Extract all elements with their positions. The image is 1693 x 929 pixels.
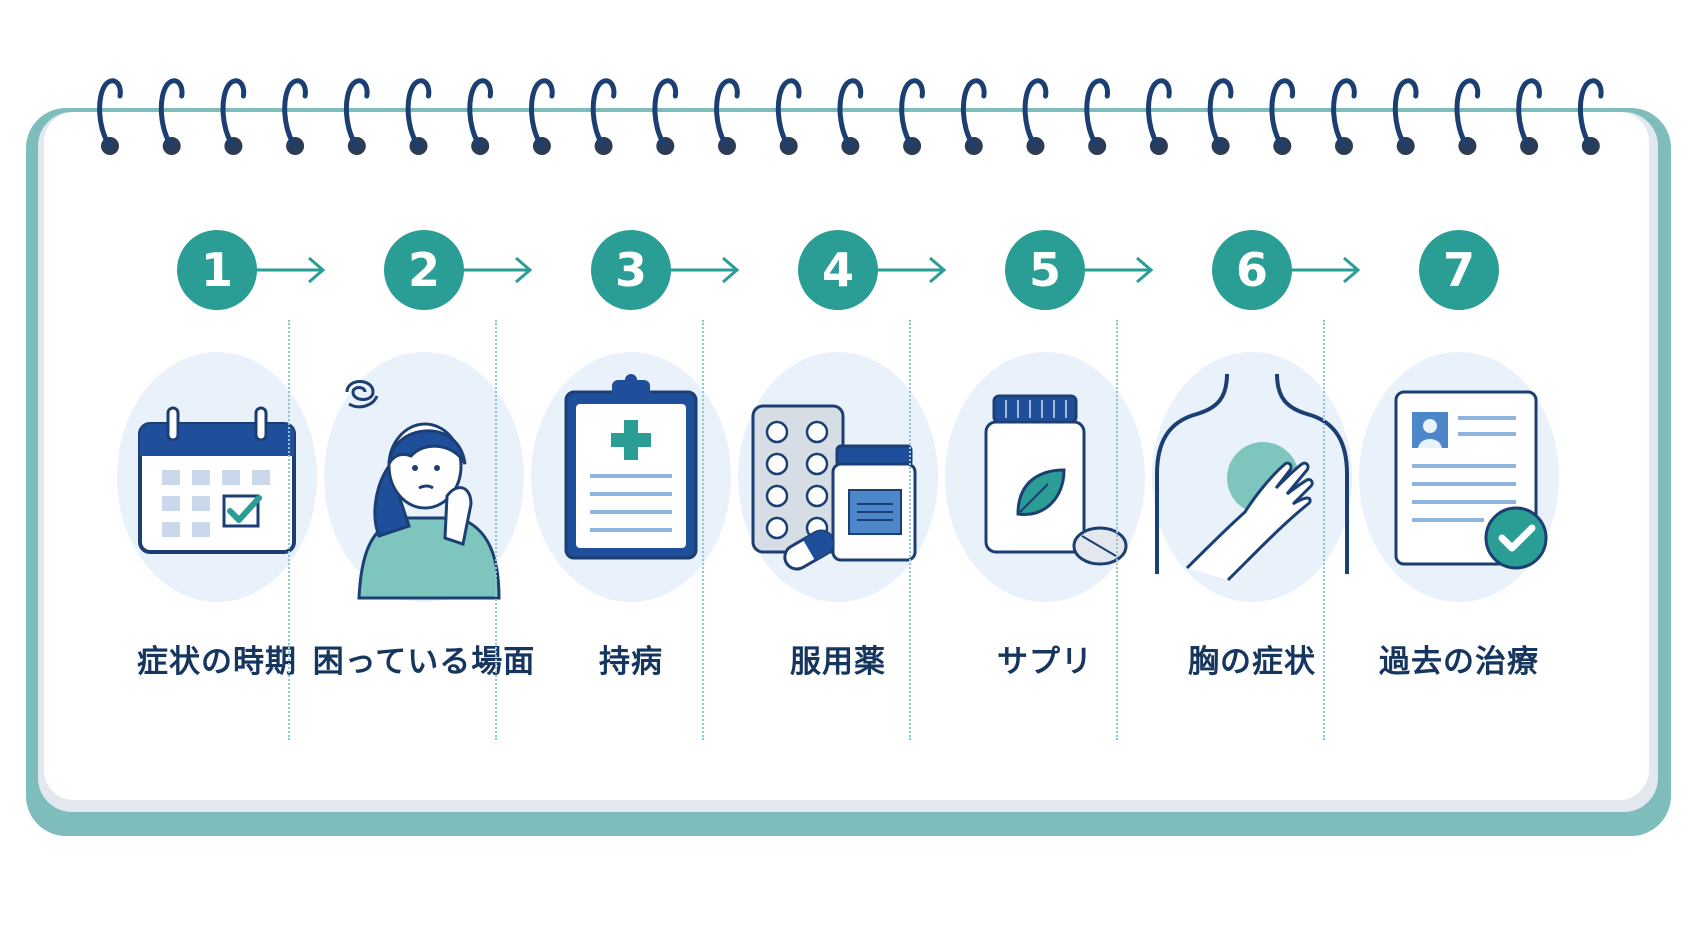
- step-number-badge: 3: [591, 230, 671, 310]
- step-number-badge: 7: [1419, 230, 1499, 310]
- column-divider: [288, 320, 290, 740]
- arrow-right-icon: [1286, 256, 1361, 284]
- column-divider: [909, 320, 911, 740]
- column-divider: [702, 320, 704, 740]
- step-6: 6 胸の症状: [1139, 230, 1365, 740]
- worried-person-icon: [319, 346, 529, 608]
- arrow-right-icon: [1079, 256, 1154, 284]
- step-5: 5 サプリ: [932, 230, 1158, 740]
- column-divider: [1323, 320, 1325, 740]
- supplement-bottle-icon: [940, 346, 1150, 608]
- step-4: 4 服用薬: [725, 230, 951, 740]
- step-number-badge: 2: [384, 230, 464, 310]
- step-label: 過去の治療: [1379, 644, 1539, 680]
- step-3: 3 持病: [518, 230, 744, 740]
- pills-and-bottle-icon: [733, 346, 943, 608]
- medical-clipboard-icon: [526, 346, 736, 608]
- arrow-right-icon: [872, 256, 947, 284]
- steps-flow: 1 症状の時期 2: [44, 230, 1649, 750]
- step-label: 胸の症状: [1188, 644, 1316, 680]
- medical-record-check-icon: [1354, 346, 1564, 608]
- step-number-badge: 1: [177, 230, 257, 310]
- step-label: 症状の時期: [137, 644, 297, 680]
- step-label: サプリ: [997, 644, 1093, 680]
- step-7: 7 過去の治療: [1346, 230, 1572, 740]
- step-label: 困っている場面: [312, 644, 536, 680]
- arrow-right-icon: [251, 256, 326, 284]
- step-number-badge: 6: [1212, 230, 1292, 310]
- arrow-right-icon: [458, 256, 533, 284]
- step-2: 2 困っている場面: [311, 230, 537, 740]
- step-number-badge: 5: [1005, 230, 1085, 310]
- step-1: 1 症状の時期: [104, 230, 330, 740]
- step-number-badge: 4: [798, 230, 878, 310]
- arrow-right-icon: [665, 256, 740, 284]
- step-label: 持病: [599, 644, 663, 680]
- column-divider: [1116, 320, 1118, 740]
- step-label: 服用薬: [790, 644, 886, 680]
- column-divider: [495, 320, 497, 740]
- chest-hand-icon: [1147, 346, 1357, 608]
- calendar-check-icon: [112, 346, 322, 608]
